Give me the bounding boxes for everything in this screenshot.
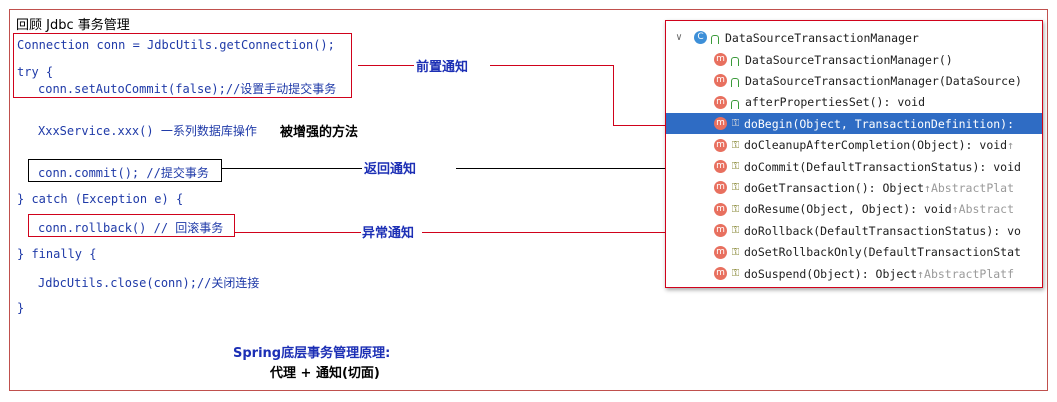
after-returning-highlight [28, 159, 222, 182]
before-advice-highlight [13, 33, 352, 98]
method-signature: DataSourceTransactionManager() [745, 52, 953, 67]
method-icon: m [714, 181, 727, 195]
method-icon: m [714, 245, 727, 259]
after-throwing-label: 异常通知 [362, 226, 415, 241]
method-row[interactable]: m DataSourceTransactionManager(DataSource… [666, 70, 1042, 91]
inherited-from-hint: ↑AbstractPlat [924, 180, 1015, 195]
method-row[interactable]: m ⚿ doCommit(DefaultTransactionStatus): vo… [666, 156, 1042, 177]
public-icon [731, 99, 739, 109]
public-icon [731, 78, 739, 88]
after-returning-connector-left [222, 168, 362, 169]
method-icon: m [714, 95, 727, 109]
code-line-catch: } catch (Exception e) { [17, 192, 184, 206]
method-signature: doCleanupAfterCompletion(Object): void [744, 138, 1008, 153]
after-throwing-highlight [28, 214, 235, 237]
summary-line1: Spring底层事务管理原理: [233, 346, 391, 361]
after-throwing-connector-left [235, 232, 361, 233]
class-node[interactable]: ∨ C DataSourceTransactionManager [666, 27, 1042, 48]
public-icon [711, 35, 719, 44]
protected-icon: ⚿ [731, 246, 740, 258]
method-row[interactable]: m ⚿ doSetRollbackOnly(DefaultTransactionSt… [666, 242, 1042, 263]
method-row[interactable]: m DataSourceTransactionManager() [666, 49, 1042, 70]
protected-icon: ⚿ [731, 161, 740, 172]
inherited-from-hint: ↑ [1007, 138, 1015, 153]
before-advice-label: 前置通知 [416, 60, 469, 75]
method-icon: m [714, 202, 727, 216]
enhanced-method-label: 被增强的方法 [280, 125, 359, 140]
method-row[interactable]: m ⚿ doGetTransaction(): Object ↑AbstractPl… [666, 177, 1042, 198]
inherited-from-hint: ↑AbstractPlatf [917, 266, 1015, 281]
method-icon: m [714, 138, 727, 152]
code-line-close: JdbcUtils.close(conn);//关闭连接 [38, 276, 260, 290]
method-row[interactable]: m ⚿ doResume(Object, Object): void ↑Abstra… [666, 199, 1042, 220]
method-row[interactable]: m afterPropertiesSet(): void [666, 92, 1042, 113]
method-signature: doSuspend(Object): Object [744, 266, 918, 281]
page-title: 回顾 Jdbc 事务管理 [16, 18, 130, 33]
code-line-connection: Connection conn = JdbcUtils.getConnectio… [17, 38, 335, 52]
method-row[interactable]: m ⚿ doBegin(Object, TransactionDefinition)… [666, 113, 1042, 135]
method-row[interactable]: m ⚿ doSuspend(Object): Object ↑AbstractPla… [666, 263, 1042, 284]
class-icon: C [694, 31, 707, 44]
method-icon: m [714, 74, 727, 88]
method-signature: doBegin(Object, TransactionDefinition): [744, 116, 1015, 131]
code-line-end: } [17, 301, 25, 315]
class-name: DataSourceTransactionManager [725, 30, 919, 45]
method-row[interactable]: m ⚿ doRollback(DefaultTransactionStatus): … [666, 220, 1042, 241]
method-signature: doResume(Object, Object): void [744, 202, 952, 217]
code-line-service: XxxService.xxx() 一系列数据库操作 [38, 124, 257, 138]
method-signature: doCommit(DefaultTransactionStatus): void [744, 159, 1021, 174]
method-icon: m [714, 160, 727, 173]
before-connector-right [490, 65, 614, 66]
after-throwing-connector-right [422, 232, 723, 233]
protected-icon: ⚿ [731, 118, 740, 130]
method-icon: m [714, 267, 727, 280]
summary-line2: 代理 + 通知(切面) [270, 366, 380, 381]
method-signature: afterPropertiesSet(): void [745, 95, 926, 110]
protected-icon: ⚿ [731, 139, 740, 151]
method-row[interactable]: m ⚿ doCleanupAfterCompletion(Object): void… [666, 135, 1042, 156]
protected-icon: ⚿ [731, 203, 740, 215]
method-icon: m [714, 117, 727, 131]
method-icon: m [714, 224, 727, 238]
after-returning-label: 返回通知 [364, 162, 417, 177]
method-signature: doRollback(DefaultTransactionStatus): vo [744, 223, 1021, 238]
method-signature: doGetTransaction(): Object [744, 180, 925, 195]
after-returning-connector-right [456, 168, 723, 169]
chevron-down-icon[interactable]: ∨ [675, 32, 683, 43]
inherited-from-hint: ↑Abstract [951, 202, 1015, 217]
code-line-rollback: conn.rollback() // 回滚事务 [38, 221, 224, 235]
code-line-commit: conn.commit(); //提交事务 [38, 166, 209, 180]
method-icon: m [714, 53, 727, 66]
before-connector-down [613, 65, 614, 126]
code-line-autocommit: conn.setAutoCommit(false);//设置手动提交事务 [38, 82, 337, 96]
protected-icon: ⚿ [731, 268, 740, 279]
before-connector-left [358, 65, 414, 66]
public-icon [731, 57, 739, 66]
code-line-finally: } finally { [17, 247, 97, 261]
method-signature: doSetRollbackOnly(DefaultTransactionStat [744, 245, 1021, 260]
method-signature: DataSourceTransactionManager(DataSource) [745, 73, 1022, 88]
protected-icon: ⚿ [731, 182, 740, 194]
protected-icon: ⚿ [731, 225, 740, 237]
code-line-try: try { [17, 65, 54, 79]
